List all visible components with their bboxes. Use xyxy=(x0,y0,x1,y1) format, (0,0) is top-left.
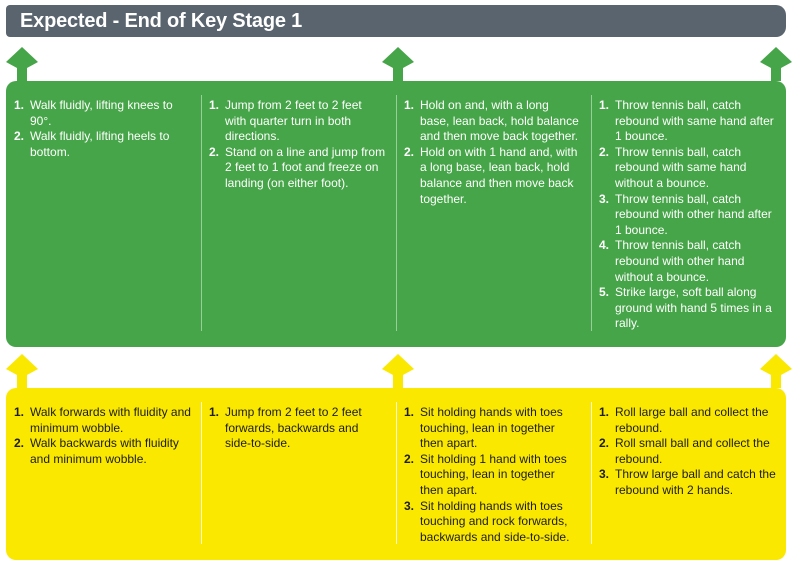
milestone-list: 1. Walk fluidly, lifting knees to 90°. 2. W… xyxy=(14,98,191,160)
list-item: 1. Throw tennis ball, catch rebound with … xyxy=(599,98,776,145)
yellow-panel-columns: 1. Walk forwards with fluidity and minimu… xyxy=(6,388,786,560)
item-number: 1. xyxy=(14,405,25,419)
item-text: Strike large, soft ball along ground wit… xyxy=(615,285,772,331)
item-number: 1. xyxy=(404,405,415,419)
milestone-list: 1. Jump from 2 feet to 2 feet forwards, b… xyxy=(209,405,386,452)
item-text: Hold on with 1 hand and, with a long bas… xyxy=(420,144,578,206)
item-text: Sit holding 1 hand with toes touching, l… xyxy=(420,451,567,497)
item-text: Hold on and, with a long base, lean back… xyxy=(420,98,579,144)
milestone-list: 1. Hold on and, with a long base, lean ba… xyxy=(404,98,581,207)
up-arrow-icon xyxy=(6,47,38,81)
up-arrow-icon xyxy=(382,47,414,81)
up-arrow-icon xyxy=(760,354,792,388)
item-text: Walk forwards with fluidity and minimum … xyxy=(30,405,191,435)
list-item: 2. Throw tennis ball, catch rebound with … xyxy=(599,145,776,192)
item-number: 5. xyxy=(599,285,610,300)
item-number: 2. xyxy=(14,129,25,144)
milestone-list: 1. Throw tennis ball, catch rebound with … xyxy=(599,98,776,332)
list-item: 2. Roll small ball and collect the reboun… xyxy=(599,436,776,467)
up-arrow-icon xyxy=(6,354,38,388)
list-item: 2. Hold on with 1 hand and, with a long b… xyxy=(404,145,581,207)
milestone-list: 1. Roll large ball and collect the reboun… xyxy=(599,405,776,499)
yellow-column-2: 1. Jump from 2 feet to 2 feet forwards, b… xyxy=(201,388,396,560)
list-item: 1. Walk forwards with fluidity and minimu… xyxy=(14,405,191,436)
item-text: Walk fluidly, lifting knees to 90°. xyxy=(30,98,173,128)
green-column-1: 1. Walk fluidly, lifting knees to 90°. 2. W… xyxy=(6,81,201,347)
yellow-column-1: 1. Walk forwards with fluidity and minimu… xyxy=(6,388,201,560)
green-column-2: 1. Jump from 2 feet to 2 feet with quarte… xyxy=(201,81,396,347)
item-number: 1. xyxy=(14,98,25,112)
item-number: 3. xyxy=(599,191,610,206)
item-text: Throw tennis ball, catch rebound with sa… xyxy=(615,144,747,190)
up-arrow-icon xyxy=(382,354,414,388)
milestone-list: 1. Jump from 2 feet to 2 feet with quarte… xyxy=(209,98,386,192)
list-item: 2. Walk fluidly, lifting heels to bottom. xyxy=(14,129,191,160)
item-number: 3. xyxy=(404,498,415,513)
milestone-list: 1. Sit holding hands with toes touching, … xyxy=(404,405,581,545)
item-text: Sit holding hands with toes touching, le… xyxy=(420,405,563,451)
list-item: 3. Throw large ball and catch the rebound… xyxy=(599,467,776,498)
item-text: Throw tennis ball, catch rebound with ot… xyxy=(615,238,745,284)
yellow-column-3: 1. Sit holding hands with toes touching, … xyxy=(396,388,591,560)
green-panel: 1. Walk fluidly, lifting knees to 90°. 2. W… xyxy=(6,81,786,347)
milestone-list: 1. Walk forwards with fluidity and minimu… xyxy=(14,405,191,467)
up-arrow-icon xyxy=(760,47,792,81)
yellow-arrow-row xyxy=(0,354,794,388)
list-item: 3. Sit holding hands with toes touching a… xyxy=(404,499,581,546)
item-number: 2. xyxy=(14,436,25,451)
item-number: 2. xyxy=(599,436,610,451)
item-text: Roll large ball and collect the rebound. xyxy=(615,405,769,435)
list-item: 2. Sit holding 1 hand with toes touching,… xyxy=(404,452,581,499)
item-number: 1. xyxy=(599,405,610,419)
item-text: Throw large ball and catch the rebound w… xyxy=(615,467,776,497)
list-item: 2. Walk backwards with fluidity and minim… xyxy=(14,436,191,467)
item-text: Walk fluidly, lifting heels to bottom. xyxy=(30,129,170,159)
green-column-4: 1. Throw tennis ball, catch rebound with … xyxy=(591,81,786,347)
item-text: Throw tennis ball, catch rebound with sa… xyxy=(615,98,774,144)
list-item: 3. Throw tennis ball, catch rebound with … xyxy=(599,192,776,239)
list-item: 1. Hold on and, with a long base, lean ba… xyxy=(404,98,581,145)
item-text: Roll small ball and collect the rebound. xyxy=(615,436,770,466)
yellow-panel: 1. Walk forwards with fluidity and minimu… xyxy=(6,388,786,560)
item-number: 2. xyxy=(404,144,415,159)
item-number: 2. xyxy=(209,144,220,159)
item-number: 1. xyxy=(404,98,415,112)
item-number: 1. xyxy=(599,98,610,112)
list-item: 5. Strike large, soft ball along ground w… xyxy=(599,285,776,332)
item-text: Sit holding hands with toes touching and… xyxy=(420,498,570,544)
list-item: 1. Walk fluidly, lifting knees to 90°. xyxy=(14,98,191,129)
item-number: 3. xyxy=(599,467,610,482)
list-item: 2. Stand on a line and jump from 2 feet t… xyxy=(209,145,386,192)
item-text: Stand on a line and jump from 2 feet to … xyxy=(225,144,386,190)
green-arrow-row xyxy=(0,47,794,81)
list-item: 1. Jump from 2 feet to 2 feet with quarte… xyxy=(209,98,386,145)
yellow-column-4: 1. Roll large ball and collect the reboun… xyxy=(591,388,786,560)
list-item: 1. Jump from 2 feet to 2 feet forwards, b… xyxy=(209,405,386,452)
item-number: 1. xyxy=(209,98,220,112)
page-title: Expected - End of Key Stage 1 xyxy=(20,9,303,32)
item-number: 4. xyxy=(599,238,610,253)
item-number: 2. xyxy=(404,451,415,466)
item-number: 2. xyxy=(599,144,610,159)
item-text: Jump from 2 feet to 2 feet forwards, bac… xyxy=(225,405,362,451)
item-text: Throw tennis ball, catch rebound with ot… xyxy=(615,191,772,237)
item-number: 1. xyxy=(209,405,220,419)
item-text: Walk backwards with fluidity and minimum… xyxy=(30,436,179,466)
list-item: 1. Sit holding hands with toes touching, … xyxy=(404,405,581,452)
item-text: Jump from 2 feet to 2 feet with quarter … xyxy=(225,98,362,144)
list-item: 1. Roll large ball and collect the reboun… xyxy=(599,405,776,436)
list-item: 4. Throw tennis ball, catch rebound with … xyxy=(599,238,776,285)
green-panel-columns: 1. Walk fluidly, lifting knees to 90°. 2. W… xyxy=(6,81,786,347)
title-bar: Expected - End of Key Stage 1 xyxy=(6,5,786,37)
green-column-3: 1. Hold on and, with a long base, lean ba… xyxy=(396,81,591,347)
